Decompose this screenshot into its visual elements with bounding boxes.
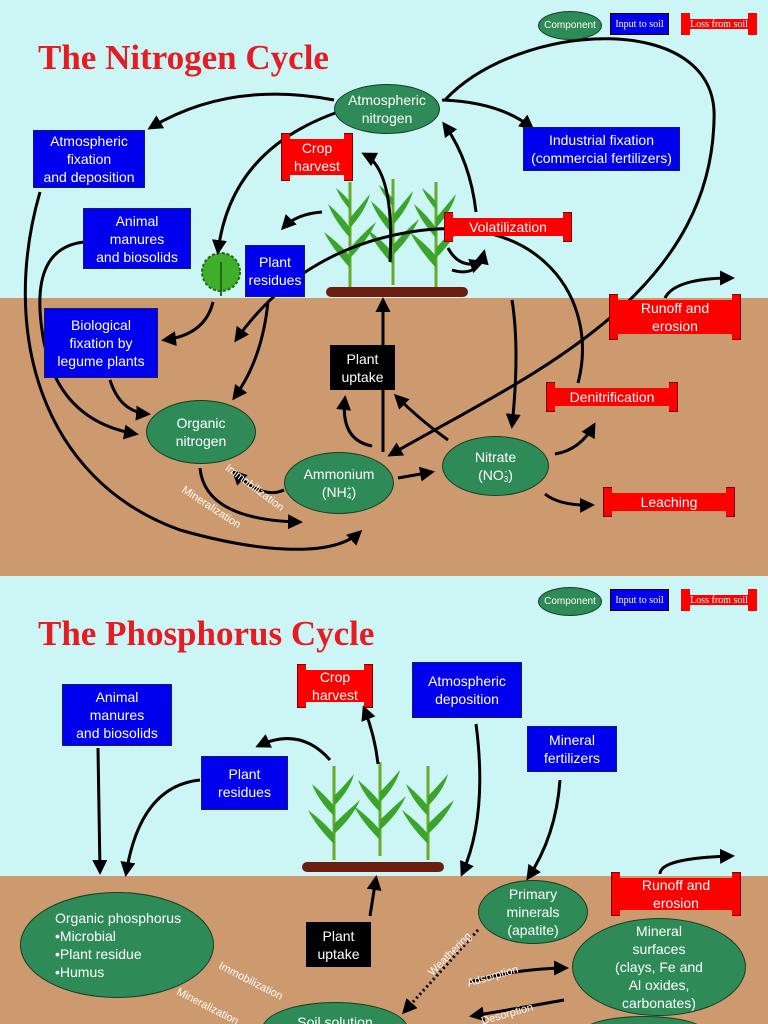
crop-plants-nitrogen: [322, 177, 468, 297]
legume-plant-icon: [201, 252, 241, 296]
crop-plants-phosphorus: [302, 760, 456, 872]
legend-component: Component: [538, 11, 602, 40]
animal-manures-box: Animal manures and biosolids: [83, 208, 191, 269]
nitrate: Nitrate (NO-3): [442, 436, 549, 496]
organic-nitrogen: Organic nitrogen: [146, 400, 256, 464]
phosphorus-cycle-panel: The Phosphorus Cycle Component Input to …: [0, 576, 768, 1024]
crop-harvest-box: Crop harvest: [297, 664, 373, 708]
nitrogen-diagram-graphics: [23, 37, 735, 551]
phosphorus-diagram-graphics: [92, 705, 735, 1022]
atmospheric-nitrogen: Atmospheric nitrogen: [334, 84, 440, 134]
nitrate-label: Nitrate: [474, 448, 517, 465]
plant-bed: [302, 862, 444, 872]
nitrogen-cycle-panel: The Nitrogen Cycle Component Input to so…: [0, 0, 768, 576]
crop-harvest-box: Crop harvest: [281, 133, 353, 181]
phosphorus-title: The Phosphorus Cycle: [38, 614, 375, 653]
nitrate-formula: (NO-3): [478, 466, 513, 485]
ammonium-label: Ammonium: [303, 465, 375, 482]
mineral-surfaces: Mineral surfaces (clays, Fe and Al oxide…: [572, 918, 746, 1016]
atmospheric-deposition-box: Atmospheric deposition: [412, 662, 522, 718]
plant-uptake-box: Plant uptake: [306, 922, 371, 967]
atmospheric-fixation-box: Atmospheric fixation and deposition: [33, 130, 145, 188]
plant-residues-box: Plant residues: [201, 756, 288, 810]
phosphorus-flow-arrows: [92, 705, 735, 984]
runoff-erosion-box: Runoff and erosion: [611, 872, 741, 916]
legend-input: Input to soil: [610, 589, 669, 611]
nitrogen-flow-arrows: [23, 37, 735, 551]
biological-fixation-box: Biological fixation by legume plants: [44, 308, 158, 378]
primary-minerals: Primary minerals (apatite): [478, 880, 588, 944]
nitrogen-title: The Nitrogen Cycle: [38, 38, 329, 77]
plant-residues-box: Plant residues: [245, 245, 305, 297]
animal-manures-box: Animal manures and biosolids: [62, 684, 172, 746]
desorption-arrow: [469, 998, 565, 1022]
legend-input: Input to soil: [610, 13, 669, 35]
mineral-fertilizers-box: Mineral fertilizers: [527, 726, 617, 772]
plant-uptake-box: Plant uptake: [330, 345, 395, 390]
legend-component: Component: [538, 587, 602, 616]
industrial-fixation-box: Industrial fixation (commercial fertiliz…: [523, 127, 680, 171]
weathering-arrow: [401, 928, 480, 1015]
ammonium: Ammonium (NH+4): [284, 452, 394, 514]
runoff-erosion-box: Runoff and erosion: [609, 294, 741, 340]
ammonium-formula: (NH+4): [321, 483, 357, 502]
organic-phosphorus: Organic phosphorus •Microbial •Plant res…: [20, 892, 214, 998]
plant-bed: [326, 287, 468, 297]
